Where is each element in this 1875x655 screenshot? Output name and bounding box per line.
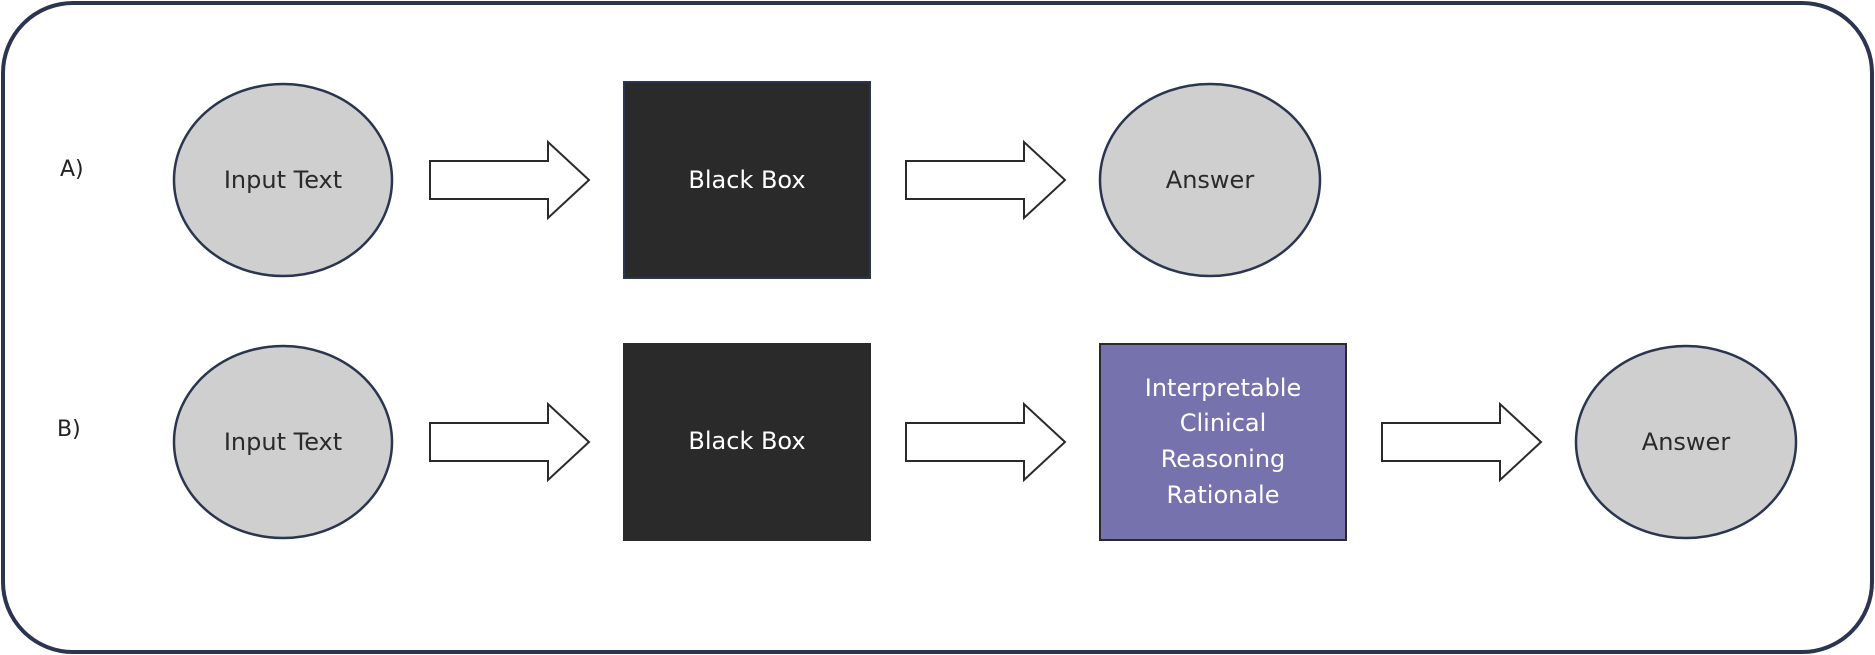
row-b-answer-text: Answer bbox=[1642, 428, 1731, 456]
row-a-black-box-text: Black Box bbox=[688, 166, 805, 194]
row-a-arrow-1 bbox=[429, 139, 591, 221]
row-b-rationale-box bbox=[1099, 343, 1347, 541]
row-b-black-box bbox=[623, 343, 871, 541]
row-a-label: A) bbox=[60, 157, 84, 182]
row-b-rationale-line-1: Interpretable bbox=[1145, 374, 1301, 402]
row-b-black-box-text: Black Box bbox=[688, 427, 805, 455]
row-a: A) Input Text Black Box Answer bbox=[60, 81, 1322, 279]
row-b-arrow-2 bbox=[905, 401, 1067, 483]
row-b-label: B) bbox=[57, 417, 81, 442]
row-a-input-text: Input Text bbox=[224, 166, 342, 194]
row-b: B) Input Text Black Box Interpretable Cl… bbox=[57, 343, 1798, 541]
row-b-answer-ellipse bbox=[1574, 344, 1798, 540]
row-a-arrow-2 bbox=[905, 139, 1067, 221]
row-b-rationale-line-4: Rationale bbox=[1167, 481, 1280, 509]
row-b-rationale-line-2: Clinical bbox=[1180, 409, 1267, 437]
row-b-arrow-3 bbox=[1381, 401, 1543, 483]
row-a-answer-ellipse bbox=[1098, 82, 1322, 278]
row-b-input-ellipse bbox=[172, 344, 394, 540]
row-b-input-text: Input Text bbox=[224, 428, 342, 456]
row-a-answer-text: Answer bbox=[1166, 166, 1255, 194]
row-b-rationale-line-3: Reasoning bbox=[1161, 445, 1286, 473]
row-b-arrow-1 bbox=[429, 401, 591, 483]
row-a-input-ellipse bbox=[172, 82, 394, 278]
row-a-black-box bbox=[623, 81, 871, 279]
